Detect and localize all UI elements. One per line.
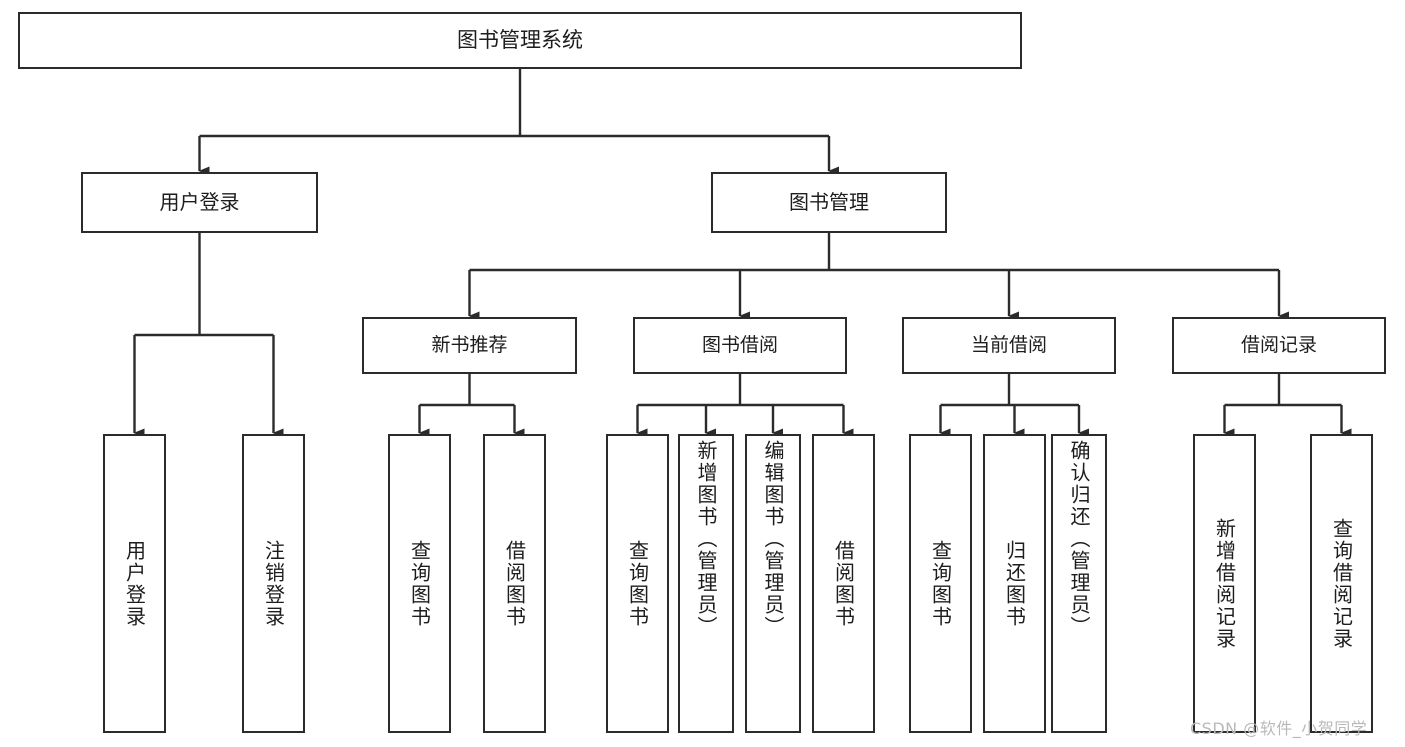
- leaf-user-login-label: 用户登录: [122, 539, 147, 628]
- leaf-borrow-book-2[interactable]: 借阅图书: [812, 434, 875, 733]
- node-current-borrow-label: 当前借阅: [970, 334, 1047, 357]
- leaf-return-book[interactable]: 归还图书: [983, 434, 1046, 733]
- node-user-login-label: 用户登录: [159, 189, 240, 214]
- leaf-borrow-book-2-label: 借阅图书: [831, 539, 856, 628]
- leaf-borrow-book-1[interactable]: 借阅图书: [483, 434, 546, 733]
- leaf-return-book-label: 归还图书: [1002, 539, 1027, 628]
- node-current-borrow[interactable]: 当前借阅: [902, 317, 1116, 374]
- leaf-query-book-2[interactable]: 查询图书: [606, 434, 669, 733]
- leaf-add-record[interactable]: 新增借阅记录: [1193, 434, 1256, 733]
- node-book-borrow[interactable]: 图书借阅: [633, 317, 847, 374]
- node-root[interactable]: 图书管理系统: [18, 12, 1022, 69]
- leaf-user-login[interactable]: 用户登录: [103, 434, 166, 733]
- leaf-confirm-return[interactable]: 确认归还（管理员）: [1051, 434, 1107, 733]
- leaf-add-book[interactable]: 新增图书（管理员）: [678, 434, 734, 733]
- leaf-logout[interactable]: 注销登录: [242, 434, 305, 733]
- leaf-query-book-1-label: 查询图书: [407, 539, 432, 628]
- leaf-query-record[interactable]: 查询借阅记录: [1310, 434, 1373, 733]
- node-root-label: 图书管理系统: [457, 28, 583, 53]
- leaf-query-book-3[interactable]: 查询图书: [909, 434, 972, 733]
- leaf-add-record-label: 新增借阅记录: [1212, 517, 1237, 650]
- leaf-edit-book[interactable]: 编辑图书（管理员）: [745, 434, 801, 733]
- leaf-borrow-book-1-label: 借阅图书: [502, 539, 527, 628]
- node-new-book-recommend[interactable]: 新书推荐: [362, 317, 577, 374]
- leaf-add-book-label: 新增图书（管理员）: [694, 440, 718, 638]
- node-new-book-recommend-label: 新书推荐: [431, 334, 508, 357]
- leaf-query-book-2-label: 查询图书: [625, 539, 650, 628]
- node-borrow-record-label: 借阅记录: [1240, 334, 1317, 357]
- leaf-logout-label: 注销登录: [261, 539, 286, 628]
- node-book-management-label: 图书管理: [789, 189, 869, 214]
- watermark-text: CSDN @软件_小贺同学: [1190, 719, 1368, 738]
- leaf-confirm-return-label: 确认归还（管理员）: [1067, 440, 1091, 638]
- leaf-query-book-3-label: 查询图书: [928, 539, 953, 628]
- node-borrow-record[interactable]: 借阅记录: [1172, 317, 1386, 374]
- leaf-query-record-label: 查询借阅记录: [1329, 517, 1354, 650]
- node-book-borrow-label: 图书借阅: [701, 334, 778, 357]
- leaf-edit-book-label: 编辑图书（管理员）: [761, 440, 785, 638]
- leaf-query-book-1[interactable]: 查询图书: [388, 434, 451, 733]
- node-book-management[interactable]: 图书管理: [711, 172, 947, 233]
- node-user-login[interactable]: 用户登录: [81, 172, 318, 233]
